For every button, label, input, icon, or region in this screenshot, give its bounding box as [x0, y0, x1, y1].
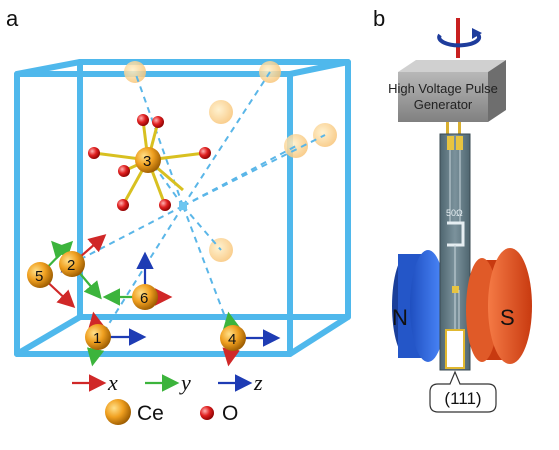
north-label: N — [392, 305, 408, 330]
panel-a-label: a — [6, 6, 19, 31]
south-label: S — [500, 305, 515, 330]
species-legend: Ce O — [105, 399, 238, 425]
ce-atom-6 — [132, 284, 158, 310]
ce-3-coordination: 3 — [88, 114, 211, 211]
atom-label-5: 5 — [35, 268, 43, 285]
south-magnet: S — [466, 248, 532, 364]
o-atom — [118, 165, 130, 177]
vacancy-center — [179, 202, 187, 210]
pulse-generator: High Voltage Pulse Generator — [388, 60, 506, 122]
axis-legend: x y z — [72, 370, 263, 395]
ce-legend-icon — [105, 399, 131, 425]
ce-atom-1 — [85, 324, 111, 350]
resistor-label: 50Ω — [446, 208, 463, 218]
generator-line-1: High Voltage Pulse — [388, 81, 498, 96]
ce-atom-2 — [59, 251, 85, 277]
atom-label-4: 4 — [228, 331, 236, 348]
o-atom — [199, 147, 211, 159]
cell-edge — [287, 314, 351, 357]
o-atom — [159, 199, 171, 211]
generator-line-2: Generator — [414, 97, 473, 112]
ce-atom-ghost — [284, 134, 308, 158]
north-magnet: N — [392, 250, 446, 362]
atom-label-6: 6 — [140, 290, 148, 307]
o-atom — [88, 147, 100, 159]
ce-atom-4 — [220, 325, 246, 351]
orientation-callout: (111) — [429, 370, 497, 413]
x-axis-label: x — [107, 370, 118, 395]
panel-b-label: b — [373, 6, 385, 31]
o-atom — [117, 199, 129, 211]
cell-front-face — [14, 71, 293, 357]
o-atom — [152, 116, 164, 128]
rotation-icon — [437, 18, 482, 58]
cell-edge — [287, 59, 351, 77]
cell-edge — [14, 314, 83, 357]
orientation-label: (111) — [444, 389, 481, 408]
y-axis-label: y — [179, 370, 191, 395]
ce-legend-label: Ce — [137, 402, 164, 425]
device-strip: 50Ω — [439, 133, 471, 371]
atom-label-3: 3 — [143, 153, 151, 170]
cell-edge — [14, 59, 83, 77]
atom-label-1: 1 — [93, 330, 101, 347]
ce-atom-ghost — [209, 100, 233, 124]
z-axis-label: z — [253, 370, 263, 395]
pin — [458, 122, 461, 136]
o-legend-icon — [200, 406, 214, 420]
ce-atom-ghost — [124, 61, 146, 83]
atom-label-2: 2 — [67, 257, 75, 274]
unit-cell — [14, 59, 351, 357]
ce-atoms: 2 5 6 1 4 — [27, 251, 246, 351]
o-legend-label: O — [222, 402, 238, 425]
ce-atom-3 — [135, 147, 161, 173]
pin — [446, 122, 449, 136]
ce-atom-5 — [27, 262, 53, 288]
o-atom — [137, 114, 149, 126]
